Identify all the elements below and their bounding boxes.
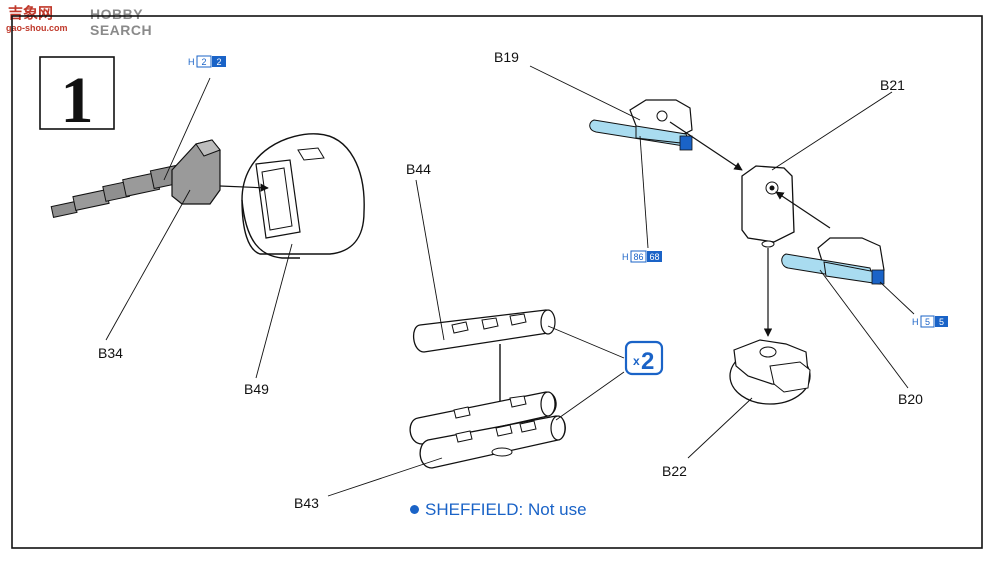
sheffield-note: SHEFFIELD: Not use bbox=[410, 500, 587, 520]
step-number: 1 bbox=[61, 64, 94, 137]
turret-dome-part bbox=[241, 133, 365, 259]
paint-ref-h5-a: 5 bbox=[925, 317, 930, 327]
quantity-badge-x: x bbox=[633, 354, 640, 368]
paint-ref-h2-prefix: H bbox=[188, 57, 195, 67]
step-number-box: 1 bbox=[39, 56, 115, 137]
note-text: SHEFFIELD: Not use bbox=[425, 500, 587, 519]
cylinder-pair bbox=[409, 391, 566, 469]
paint-ref-h2-b: 2 bbox=[216, 57, 221, 67]
mount-part-b21 bbox=[741, 165, 795, 248]
label-b21: B21 bbox=[880, 77, 905, 93]
label-b19: B19 bbox=[494, 49, 519, 65]
watermark-logo: 吉象网 bbox=[8, 4, 54, 22]
base-part-b22 bbox=[729, 339, 811, 405]
label-b44: B44 bbox=[406, 161, 431, 177]
paint-ref-h86-b: 68 bbox=[649, 252, 659, 262]
gun-part-b20 bbox=[781, 237, 885, 285]
gun-barrel-part bbox=[50, 139, 221, 218]
label-b34: B34 bbox=[98, 345, 123, 361]
paint-ref-h5-b: 5 bbox=[939, 317, 944, 327]
diagram-frame bbox=[11, 15, 983, 549]
paint-ref-h5-prefix: H bbox=[912, 317, 919, 327]
paint-ref-h86-prefix: H bbox=[622, 252, 629, 262]
paint-ref-h86-a: 86 bbox=[633, 252, 643, 262]
label-b20: B20 bbox=[898, 391, 923, 407]
paint-ref-h2: H 2 2 bbox=[188, 55, 226, 68]
paint-ref-h2-a: 2 bbox=[201, 57, 206, 67]
watermark: 吉象网 HOBBY SEARCH gao-shou.com bbox=[2, 2, 162, 38]
watermark-brand: HOBBY SEARCH bbox=[90, 6, 153, 38]
paint-ref-h86: H 86 68 bbox=[622, 250, 662, 263]
note-bullet-icon bbox=[410, 505, 419, 515]
cylinder-top bbox=[413, 309, 556, 353]
label-b22: B22 bbox=[662, 463, 687, 479]
label-b43: B43 bbox=[294, 495, 319, 511]
paint-ref-h5: H 5 5 bbox=[912, 315, 948, 328]
quantity-badge: x 2 bbox=[624, 340, 664, 376]
watermark-site: gao-shou.com bbox=[6, 23, 68, 33]
quantity-badge-count: 2 bbox=[641, 348, 654, 375]
label-b49: B49 bbox=[244, 381, 269, 397]
